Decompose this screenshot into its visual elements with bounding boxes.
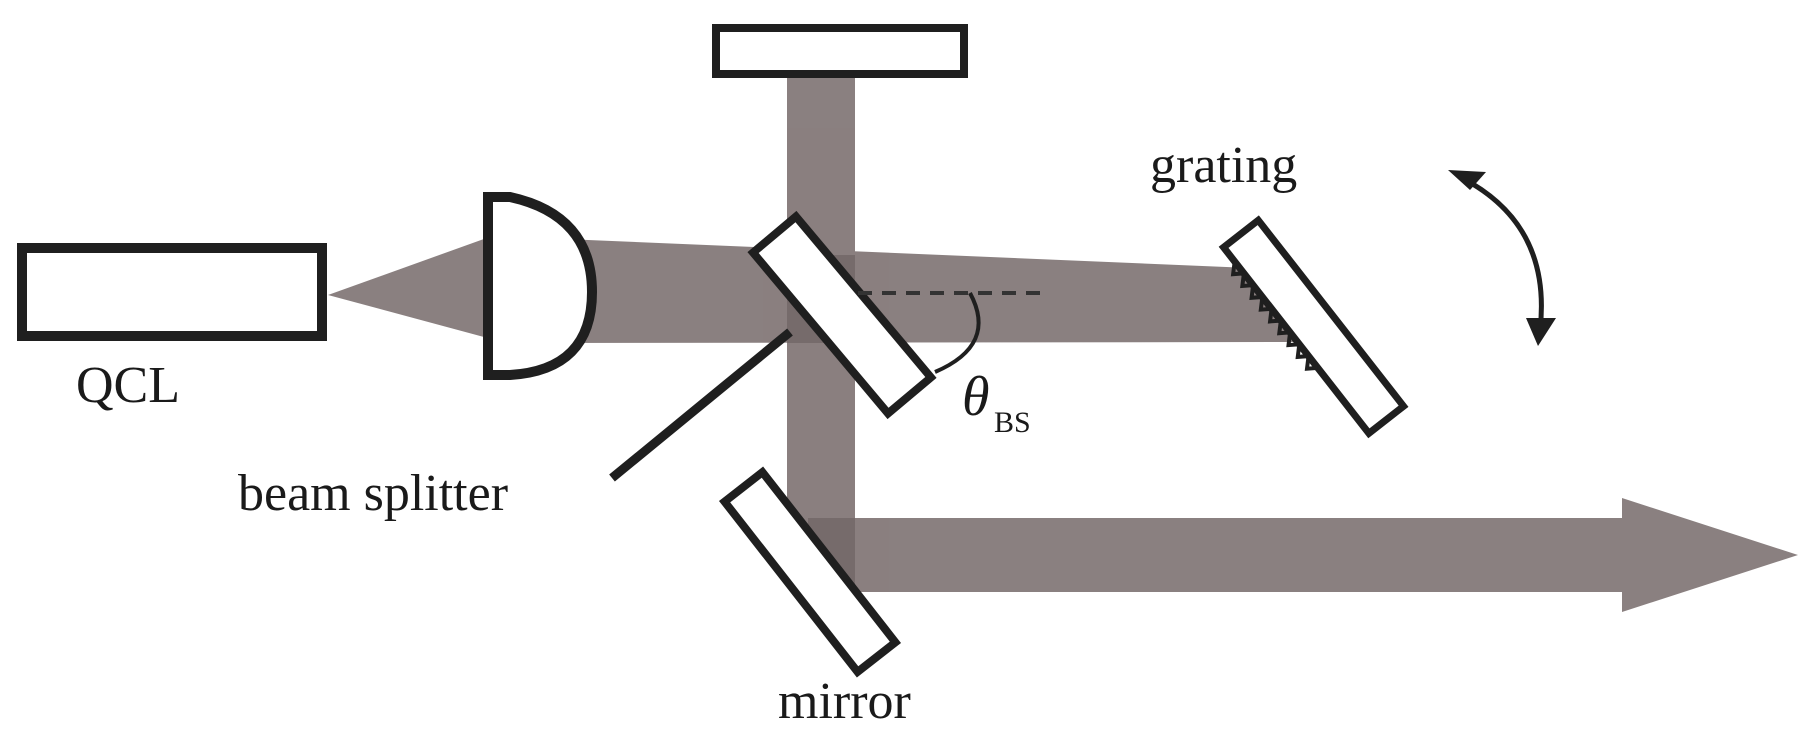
beam-lens-to-grating <box>540 238 1295 343</box>
qcl-laser <box>17 243 327 341</box>
mirror-label: mirror <box>778 673 911 730</box>
beam-splitter-plate <box>747 210 937 420</box>
grating-teeth <box>1230 261 1318 371</box>
qcl-label: QCL <box>76 357 180 414</box>
output-mirror <box>718 466 902 678</box>
diffraction-grating <box>1218 215 1409 439</box>
rotation-arrow-icon <box>1448 170 1556 346</box>
angle-arc <box>934 292 981 374</box>
angle-subscript: BS <box>994 406 1031 439</box>
beam-splitter-label: beam splitter <box>238 465 508 522</box>
angle-symbol: θ <box>962 366 990 428</box>
grating-label: grating <box>1150 137 1297 194</box>
qcl-emission-cone <box>328 235 495 340</box>
collimating-lens <box>483 192 598 380</box>
beam-splitter-leader-line <box>609 328 793 482</box>
top-mirror <box>712 24 968 78</box>
output-beam-arrow <box>808 498 1798 612</box>
